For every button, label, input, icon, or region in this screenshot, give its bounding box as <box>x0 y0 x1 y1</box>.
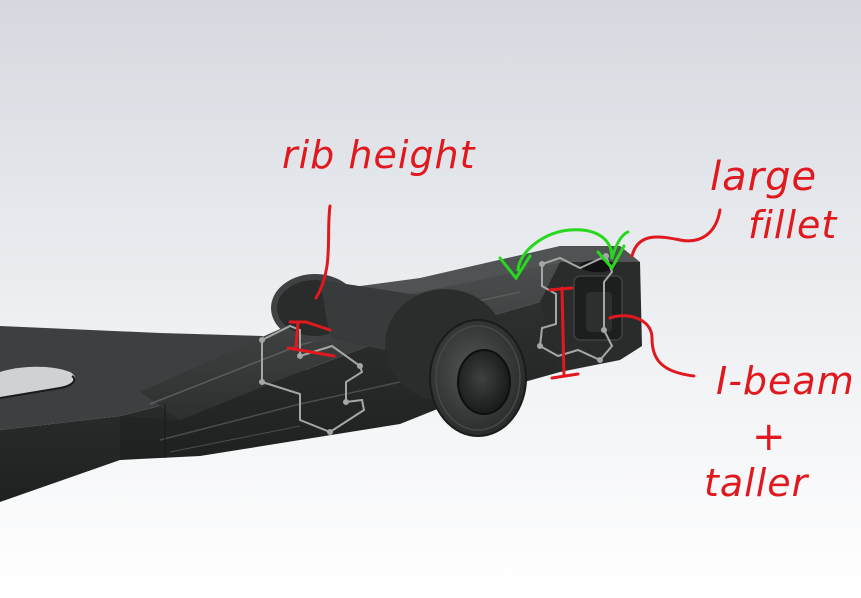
arm-body-top <box>140 262 640 420</box>
label-large: large <box>710 154 817 200</box>
fillet-indicator-arrows <box>498 228 630 281</box>
i-beam-sketch-right[interactable] <box>537 253 614 363</box>
label-rib-height: rib height <box>282 133 477 177</box>
label-plus: + <box>752 414 787 460</box>
height-dimension-marks <box>286 204 722 380</box>
label-fillet: fillet <box>748 203 838 247</box>
arm-left-slab-top <box>0 326 300 430</box>
arm-left-cutout <box>0 366 76 398</box>
boss-bore <box>457 349 511 415</box>
arm-body-side <box>120 282 640 460</box>
i-beam-sketch-left[interactable] <box>259 324 366 435</box>
label-taller: taller <box>704 461 810 505</box>
label-i-beam: I-beam <box>716 359 855 403</box>
